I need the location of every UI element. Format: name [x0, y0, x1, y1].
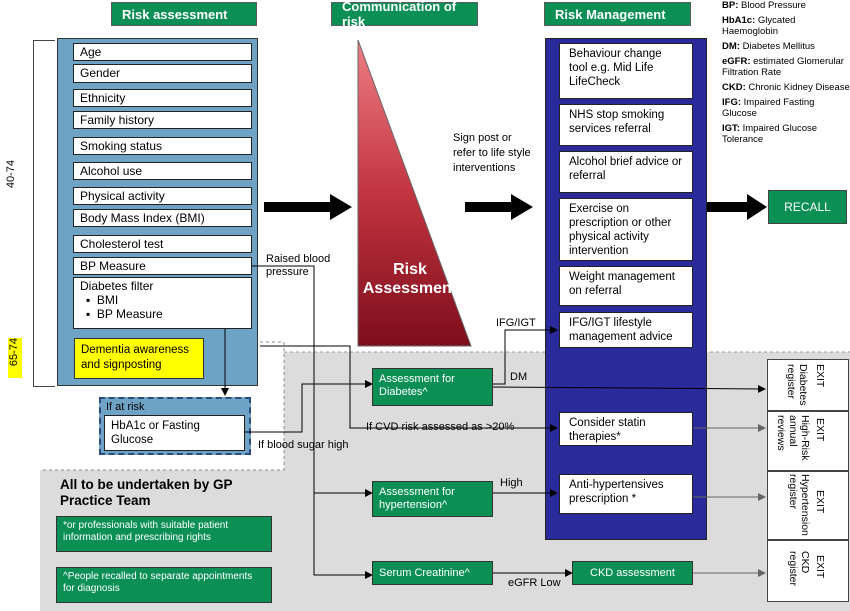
label-egfr-low: eGFR Low	[508, 577, 561, 589]
item-bmi: Body Mass Index (BMI)	[73, 209, 252, 227]
glossary-entry: HbA1c: Glycated Haemoglobin	[722, 15, 796, 37]
glossary-entry: eGFR: estimated Glomerular Filtration Ra…	[722, 56, 844, 78]
label-blood-sugar: If blood sugar high	[258, 439, 349, 451]
mgmt-antihypertensives: Anti-hypertensives prescription *	[559, 474, 693, 514]
diabetes-filter: Diabetes filter ▪ BMI ▪ BP Measure	[73, 277, 252, 329]
exit-ckd-register: EXIT CKD register	[767, 540, 849, 602]
item-bp-measure: BP Measure	[73, 257, 252, 275]
label-ifg-igt: IFG/IGT	[496, 317, 536, 329]
item-alcohol-use: Alcohol use	[73, 162, 252, 180]
item-family-history: Family history	[73, 111, 252, 129]
item-age: Age	[73, 43, 252, 61]
gp-note-professionals: *or professionals with suitable patient …	[56, 516, 272, 552]
serum-creatinine-box: Serum Creatinine^	[372, 561, 493, 585]
header-communication-of-risk: Communication of risk	[331, 0, 478, 29]
item-smoking-status: Smoking status	[73, 137, 252, 155]
glossary-entry: CKD: Chronic Kidney Disease	[722, 82, 850, 93]
label-high: High	[500, 477, 523, 489]
mgmt-stop-smoking: NHS stop smoking services referral	[559, 104, 693, 146]
arrow-to-communication	[264, 194, 352, 220]
gp-note-recalled: ^People recalled to separate appointment…	[56, 567, 272, 603]
risk-triangle	[357, 39, 472, 347]
glossary-entry: IGT: Impaired Glucose Tolerance	[722, 123, 818, 145]
dementia-box: Dementia awareness and signposting	[74, 338, 204, 379]
assessment-diabetes-box: Assessment for Diabetes^	[372, 368, 493, 406]
label-cvd: If CVD risk assessed as >20%	[366, 421, 515, 433]
glossary-entry: BP: Blood Pressure	[722, 0, 806, 11]
mgmt-statin: Consider statin therapies*	[559, 412, 693, 446]
diabetes-filter-bullet: ▪ BMI	[86, 293, 119, 307]
item-gender: Gender	[73, 64, 252, 83]
item-physical-activity: Physical activity	[73, 187, 252, 205]
item-ethnicity: Ethnicity	[73, 89, 252, 107]
if-at-risk-title: If at risk	[106, 401, 145, 413]
age-range-dementia-label: 65-74	[8, 338, 22, 378]
exit-diabetes-register: EXIT Diabetes register	[767, 359, 849, 411]
mgmt-weight: Weight management on referral	[559, 266, 693, 306]
label-dm: DM	[510, 371, 528, 383]
exit-high-risk-reviews: EXIT High-Risk annual reviews	[767, 411, 849, 471]
item-cholesterol-test: Cholesterol test	[73, 235, 252, 253]
diabetes-filter-title: Diabetes filter	[80, 279, 154, 293]
hba1c-box: HbA1c or Fasting Glucose	[104, 415, 245, 451]
assessment-hypertension-box: Assessment for hypertension^	[372, 481, 493, 517]
glossary-entry: IFG: Impaired Fasting Glucose	[722, 97, 815, 119]
age-bracket	[33, 40, 55, 387]
gp-panel-title: All to be undertaken by GP Practice Team	[60, 477, 233, 508]
label-raised-bp: Raised blood pressure	[266, 253, 331, 278]
header-risk-management: Risk Management	[544, 2, 691, 26]
recall-box: RECALL	[768, 190, 847, 224]
ckd-assessment-box: CKD assessment	[572, 561, 693, 585]
exit-hypertension-register: EXIT Hypertension register	[767, 471, 849, 540]
diabetes-filter-bullet: ▪ BP Measure	[86, 307, 163, 321]
glossary-entry: DM: Diabetes Mellitus	[722, 41, 815, 52]
mgmt-exercise: Exercise on prescription or other physic…	[559, 198, 693, 261]
mgmt-behaviour-change: Behaviour change tool e.g. Mid Life Life…	[559, 43, 693, 99]
arrow-to-recall	[707, 194, 767, 220]
triangle-label: Risk Assessment	[362, 261, 458, 297]
mgmt-ifg-igt: IFG/IGT lifestyle management advice	[559, 312, 693, 348]
glossary: BP: Blood Pressure HbA1c: Glycated Haemo…	[722, 0, 850, 149]
mgmt-alcohol: Alcohol brief advice or referral	[559, 151, 693, 193]
header-risk-assessment: Risk assessment	[111, 2, 257, 26]
arrow-to-management	[465, 194, 533, 220]
signpost-text: Sign post or refer to life style interve…	[453, 132, 531, 174]
